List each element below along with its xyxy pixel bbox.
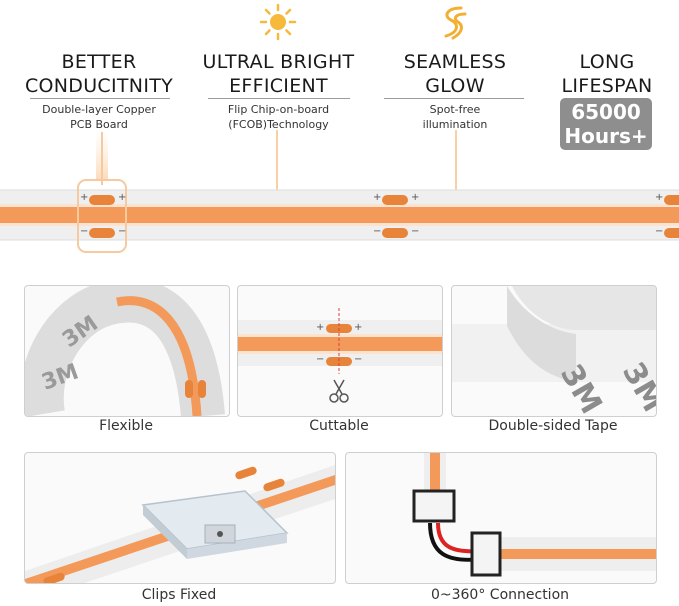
minus-label: − (354, 354, 363, 365)
panel-cuttable (237, 285, 443, 417)
feature-title-bright: ULTRAL BRIGHT EFFICIENT (202, 51, 355, 97)
caption-cuttable: Cuttable (309, 418, 369, 434)
feature-subtitle-conductivity: Double-layer Copper PCB Board (42, 103, 156, 131)
caption-clips-fixed: Clips Fixed (141, 587, 217, 603)
plus-label: + (316, 322, 325, 333)
panel-clips-fixed (24, 452, 336, 584)
plus-label: + (354, 322, 363, 333)
minus-label: − (373, 226, 382, 237)
caption-double-sided-tape: Double-sided Tape (488, 418, 618, 434)
feature-title-conductivity: BETTER CONDUCITNITY (24, 51, 174, 97)
caption-flexible: Flexible (99, 418, 153, 434)
feature-divider (30, 98, 170, 99)
panel-flexible: 3M 3M (24, 285, 230, 417)
scissors-icon (329, 379, 349, 403)
minus-label: − (316, 354, 325, 365)
s-wave-icon (437, 4, 471, 42)
feature-subtitle-bright: Flip Chip-on-board (FCOB)Technology (227, 103, 330, 131)
feature-divider (384, 98, 524, 99)
plus-label: + (118, 192, 127, 203)
lifespan-badge: 65000 Hours+ (560, 98, 652, 150)
caption-connection: 0~360° Connection (430, 587, 570, 603)
connection-image (412, 453, 656, 577)
minus-label: − (411, 226, 420, 237)
feature-subtitle-glow: Spot-free illumination (422, 103, 488, 131)
minus-label: − (655, 226, 664, 237)
sun-icon (258, 2, 298, 42)
led-strip-diagram (0, 130, 679, 260)
plus-label: + (80, 192, 89, 203)
feature-title-glow: SEAMLESS GLOW (403, 51, 507, 97)
cuttable-strip-image (238, 308, 442, 403)
feature-title-lifespan: LONG LIFESPAN (561, 51, 653, 97)
minus-label: − (80, 226, 89, 237)
clips-image (25, 465, 335, 583)
panel-double-sided-tape: 3M 3M (451, 285, 657, 417)
panel-connection (345, 452, 657, 584)
plus-label: + (373, 192, 382, 203)
feature-divider (208, 98, 350, 99)
minus-label: − (118, 226, 127, 237)
flexible-strip-image: 3M 3M (25, 286, 225, 416)
plus-label: + (411, 192, 420, 203)
tape-image: 3M 3M (452, 286, 656, 416)
plus-label: + (655, 192, 664, 203)
